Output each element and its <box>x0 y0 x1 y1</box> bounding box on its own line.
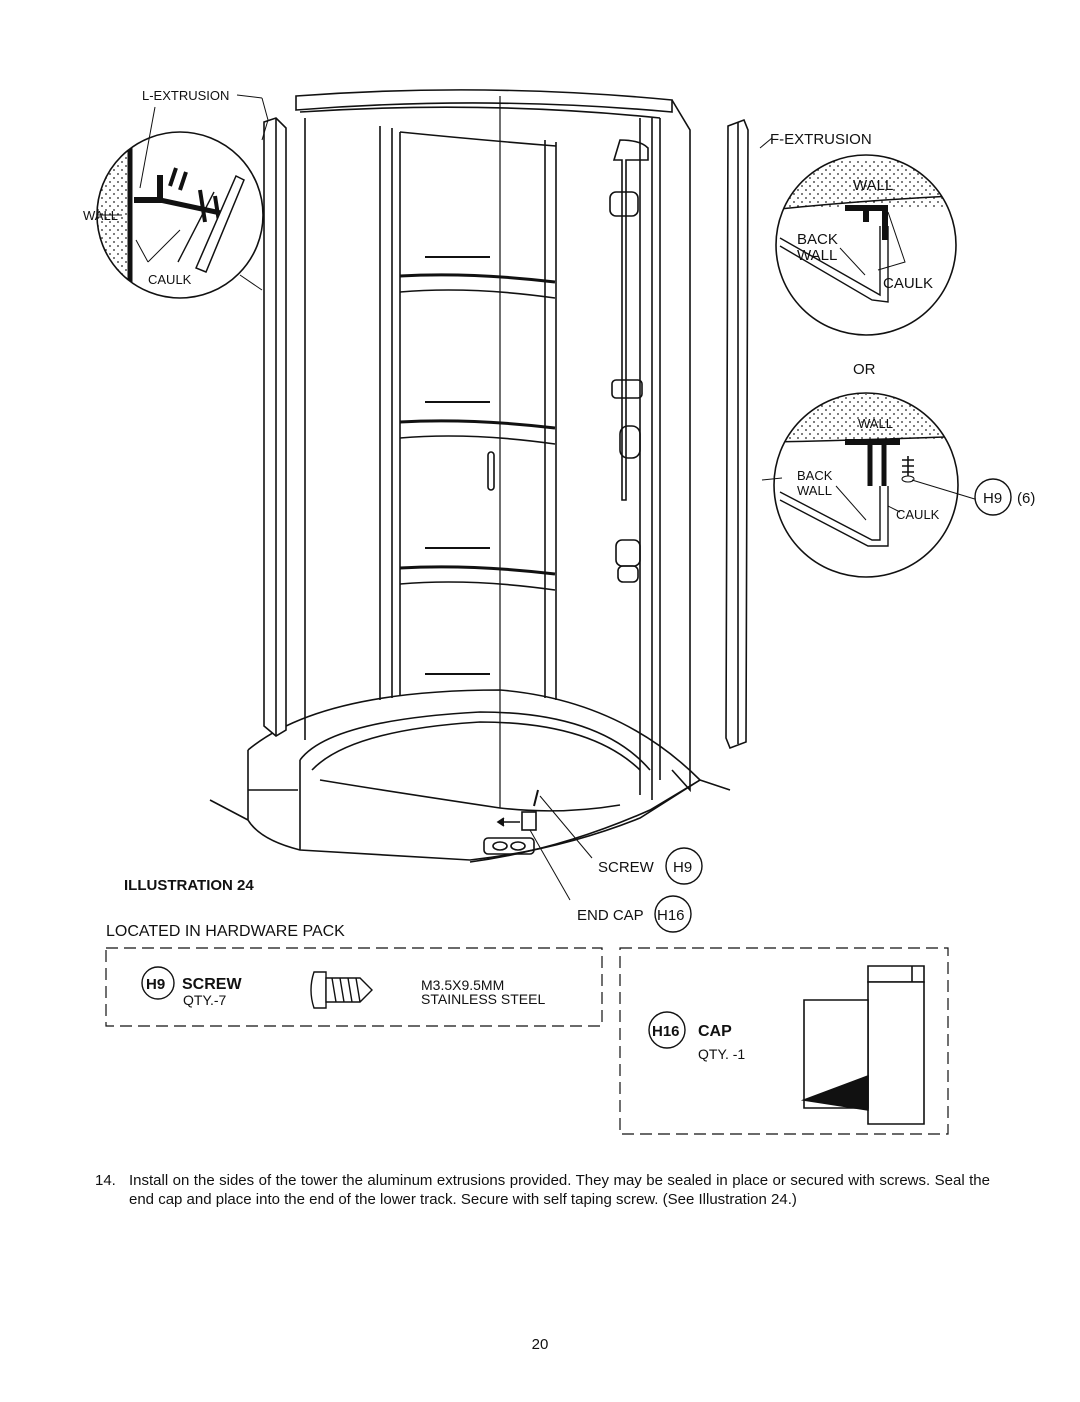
end-cap-icon <box>800 965 925 1125</box>
callout-leaders <box>529 795 703 933</box>
caulk-label-2: CAULK <box>896 507 940 522</box>
h16-badge <box>648 1011 686 1049</box>
f-extrusion-label: F-EXTRUSION <box>770 131 872 148</box>
wall-label-back-1: WALL <box>797 247 837 264</box>
cap-code: H16 <box>652 1023 680 1040</box>
wall-label-left: WALL <box>83 208 118 223</box>
wall-label-2: WALL <box>858 416 893 431</box>
instruction-number: 14. <box>95 1172 116 1189</box>
f-extrusion-strip <box>725 118 749 750</box>
page-number: 20 <box>531 1336 549 1353</box>
illustration-title: ILLUSTRATION 24 <box>124 877 254 894</box>
screw-callout-code: H9 <box>673 859 692 876</box>
cap-name: CAP <box>698 1023 732 1040</box>
screw-callout-label: SCREW <box>598 859 655 876</box>
hardware-pack-title: LOCATED IN HARDWARE PACK <box>106 923 345 940</box>
or-label: OR <box>853 361 876 378</box>
wall-label-1: WALL <box>853 177 893 194</box>
hardware-screw-box <box>105 947 603 1027</box>
h9-callout-label: H9 <box>983 490 1002 507</box>
cap-qty: QTY. -1 <box>698 1046 745 1062</box>
screw-qty: QTY.-7 <box>183 992 227 1008</box>
back-label-1: BACK <box>797 231 838 248</box>
screw-icon <box>310 971 373 1009</box>
f-extrusion-detail-1 <box>759 137 957 336</box>
h9-badge <box>141 966 175 1000</box>
instruction-step-14: 14. Install on the sides of the tower th… <box>95 1171 990 1209</box>
instruction-text: Install on the sides of the tower the al… <box>129 1172 990 1208</box>
l-extrusion-label: L-EXTRUSION <box>142 88 229 103</box>
caulk-label-1: CAULK <box>883 275 933 292</box>
h9-callout-qty: (6) <box>1017 490 1035 507</box>
screw-name: SCREW <box>182 976 242 993</box>
l-extrusion-strip <box>263 117 287 737</box>
hardware-cap-box <box>619 947 949 1135</box>
shower-tower <box>209 89 731 863</box>
screw-code: H9 <box>146 976 165 993</box>
screw-spec-material: STAINLESS STEEL <box>421 991 545 1007</box>
end-cap-callout-code: H16 <box>657 907 685 924</box>
wall-label-back-2: WALL <box>797 483 832 498</box>
caulk-label-left: CAULK <box>148 272 192 287</box>
screw-spec-size: M3.5X9.5MM <box>421 977 504 993</box>
back-label-2: BACK <box>797 468 833 483</box>
end-cap-callout-label: END CAP <box>577 907 644 924</box>
